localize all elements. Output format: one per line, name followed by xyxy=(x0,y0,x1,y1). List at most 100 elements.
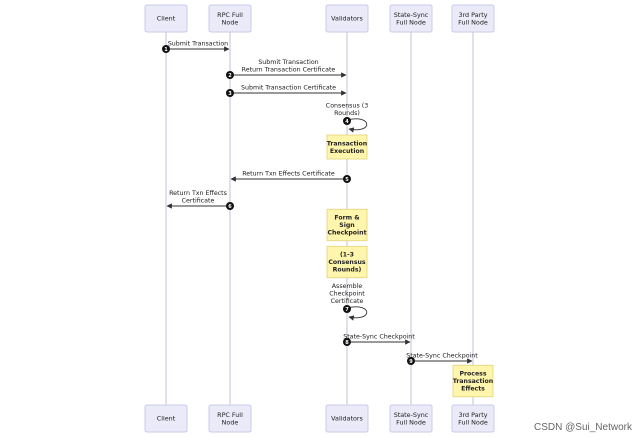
message-label: Submit Transaction Certificate xyxy=(241,85,336,92)
actor-label: Validators xyxy=(331,415,363,423)
actor-label: RPC Full xyxy=(217,411,243,419)
watermark: CSDN @Sui_Network xyxy=(534,422,633,433)
actor-box xyxy=(451,404,495,433)
note-text: Transaction xyxy=(453,378,493,385)
message-label: Checkpoint xyxy=(329,291,365,298)
actor-label: Full Node xyxy=(396,418,426,426)
message-label: Consensus (3 xyxy=(326,103,368,110)
actor-box xyxy=(144,404,188,433)
sequence-number: 1 xyxy=(164,47,168,53)
actor-label: Full Node xyxy=(458,18,488,26)
actor-box xyxy=(325,4,369,33)
actor-client-top: Client xyxy=(144,4,188,33)
note-box xyxy=(452,364,494,398)
sequence-number-badge xyxy=(343,175,351,183)
sequence-number-badge xyxy=(407,357,415,365)
sequence-number: 2 xyxy=(228,73,232,79)
sequence-number-badge xyxy=(343,338,351,346)
actor-validators-top: Validators xyxy=(325,4,369,33)
actor-label: 3rd Party xyxy=(458,11,487,19)
message-label: Certificate xyxy=(331,298,364,305)
self-loop-arrow xyxy=(346,306,368,321)
actor-label: RPC Full xyxy=(217,11,243,19)
actor-box xyxy=(451,4,495,33)
note-text: Effects xyxy=(461,386,485,393)
note-text: Consensus xyxy=(328,259,366,266)
note-text: Sign xyxy=(339,222,354,229)
actor-box xyxy=(389,404,433,433)
message-label: Submit Transaction xyxy=(168,41,228,48)
sequence-number-badge xyxy=(226,202,234,210)
sequence-number-badge xyxy=(343,305,351,313)
sequence-number: 7 xyxy=(345,307,349,313)
message-label: Assemble xyxy=(332,283,363,290)
actor-label: State-Sync xyxy=(394,411,429,419)
actor-label: Node xyxy=(222,18,239,26)
actor-label: 3rd Party xyxy=(458,411,487,419)
actor-box xyxy=(325,404,369,433)
actor-box xyxy=(208,404,252,433)
sequence-number: 8 xyxy=(345,340,349,346)
sequence-number: 4 xyxy=(345,119,349,125)
sequence-number: 9 xyxy=(409,359,413,365)
actor-validators-bottom: Validators xyxy=(325,404,369,433)
self-loop-arrow xyxy=(346,118,368,133)
sequence-number: 5 xyxy=(345,177,349,183)
note-text: Transaction xyxy=(327,140,367,147)
message-label: Rounds) xyxy=(334,110,360,117)
message-label: Return Txn Effects Certificate xyxy=(242,171,335,178)
message-label: Submit Transaction xyxy=(258,59,318,66)
message-label: Certificate xyxy=(182,198,215,205)
actor-label: Full Node xyxy=(458,418,488,426)
note-text: Execution xyxy=(330,148,364,155)
actor-label: Client xyxy=(157,415,176,423)
note-text: Checkpoint xyxy=(327,230,366,237)
actor-client-bottom: Client xyxy=(144,404,188,433)
message-5: Return Txn Effects Certificate 5 xyxy=(230,171,351,183)
message-label: State-Sync Checkpoint xyxy=(343,334,415,341)
actor-box xyxy=(208,4,252,33)
actor-label: Validators xyxy=(331,15,363,23)
note-box xyxy=(326,134,368,160)
actor-label: Client xyxy=(157,15,176,23)
note-text: Form & xyxy=(334,215,360,222)
actor-label: State-Sync xyxy=(394,11,429,19)
message-label: State-Sync Checkpoint xyxy=(406,353,478,360)
note-box xyxy=(326,245,368,279)
sequence-number-badge xyxy=(226,71,234,79)
message-label: Return Txn Effects xyxy=(169,190,227,197)
note-box xyxy=(326,208,368,242)
sequence-number: 6 xyxy=(228,204,232,210)
message-3: Submit Transaction Certificate 3 xyxy=(226,85,347,97)
actor-box xyxy=(389,4,433,33)
actor-label: Full Node xyxy=(396,18,426,26)
sequence-number: 3 xyxy=(228,91,232,97)
actor-box xyxy=(144,4,188,33)
note-text: Rounds) xyxy=(333,267,362,274)
note-text: Process xyxy=(459,371,486,378)
sequence-number-badge xyxy=(226,89,234,97)
note-text: (1-3 xyxy=(340,252,354,259)
actor-label: Node xyxy=(222,418,239,426)
sequence-number-badge xyxy=(162,45,170,53)
message-label: Return Transaction Certificate xyxy=(242,67,336,74)
sequence-number-badge xyxy=(343,117,351,125)
